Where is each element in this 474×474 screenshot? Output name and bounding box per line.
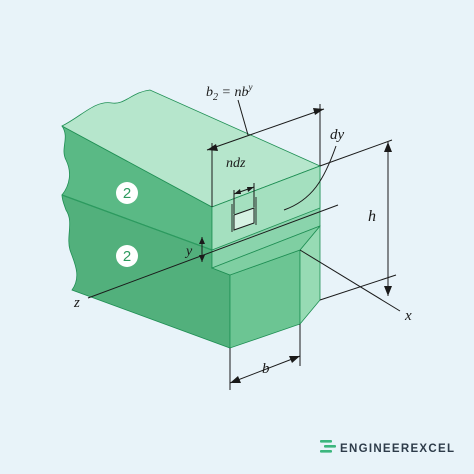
web-underside-face	[210, 225, 321, 276]
b2-arrow-right	[313, 108, 324, 115]
section-badge-lower-label: 2	[123, 248, 131, 265]
transformed-section-body	[61, 89, 322, 349]
b2-label-equals: = n	[218, 85, 241, 100]
x-axis-label: x	[404, 308, 412, 324]
section-badge-upper-label: 2	[123, 185, 131, 202]
section-badge-upper-circle	[116, 182, 138, 204]
y-arrow-top	[199, 237, 205, 244]
engineerexcel-logo-icon	[320, 440, 336, 453]
y-arrow-bottom	[199, 255, 205, 262]
b2-label-subscript: 2	[213, 92, 218, 103]
element-dz-face	[233, 207, 255, 231]
h-label: h	[368, 208, 376, 225]
slab-top-face	[61, 89, 322, 208]
z-axis-label: z	[73, 295, 80, 311]
section-badge-upper: 2	[116, 182, 138, 204]
b-arrow-left	[230, 376, 241, 383]
h-extension-top	[319, 139, 393, 167]
b2-leader	[237, 99, 249, 136]
h-arrow-top	[384, 142, 392, 152]
dimension-labels: b2 = nby ndz dy h y z x b	[73, 82, 412, 377]
slab-seam-line	[61, 194, 213, 251]
axes	[87, 204, 401, 312]
b2-dimension-line	[206, 108, 325, 151]
dy-label: dy	[330, 127, 345, 143]
z-axis-line	[87, 204, 339, 299]
b2-label-superscript: y	[247, 82, 252, 92]
section-badge-lower: 2	[116, 245, 138, 267]
transformed-band-face	[211, 165, 321, 251]
dy-leader	[283, 145, 337, 211]
b2-arrow-left	[207, 144, 218, 151]
brand-watermark: ENGINEEREXCEL	[320, 440, 455, 455]
b-label: b	[262, 361, 270, 377]
h-extension-bottom	[319, 274, 397, 301]
differential-element	[231, 197, 257, 232]
h-arrow-bottom	[384, 286, 392, 296]
ndz-arrow-right	[247, 187, 254, 192]
b-arrow-right	[289, 356, 300, 363]
dimension-arrowheads	[199, 108, 392, 383]
b-dimension-line	[229, 355, 301, 384]
b2-label: b2 = nby	[206, 82, 252, 103]
ndz-label: ndz	[226, 156, 246, 171]
b2-label-b: b	[241, 85, 248, 100]
b2-label-main: b	[206, 85, 213, 100]
ndz-arrow-left	[234, 189, 241, 194]
brand-name: ENGINEEREXCEL	[340, 443, 455, 455]
x-axis-line	[299, 249, 401, 312]
lower-slab-front-face	[61, 194, 231, 349]
y-label: y	[184, 244, 193, 259]
section-badge-lower-circle	[116, 245, 138, 267]
